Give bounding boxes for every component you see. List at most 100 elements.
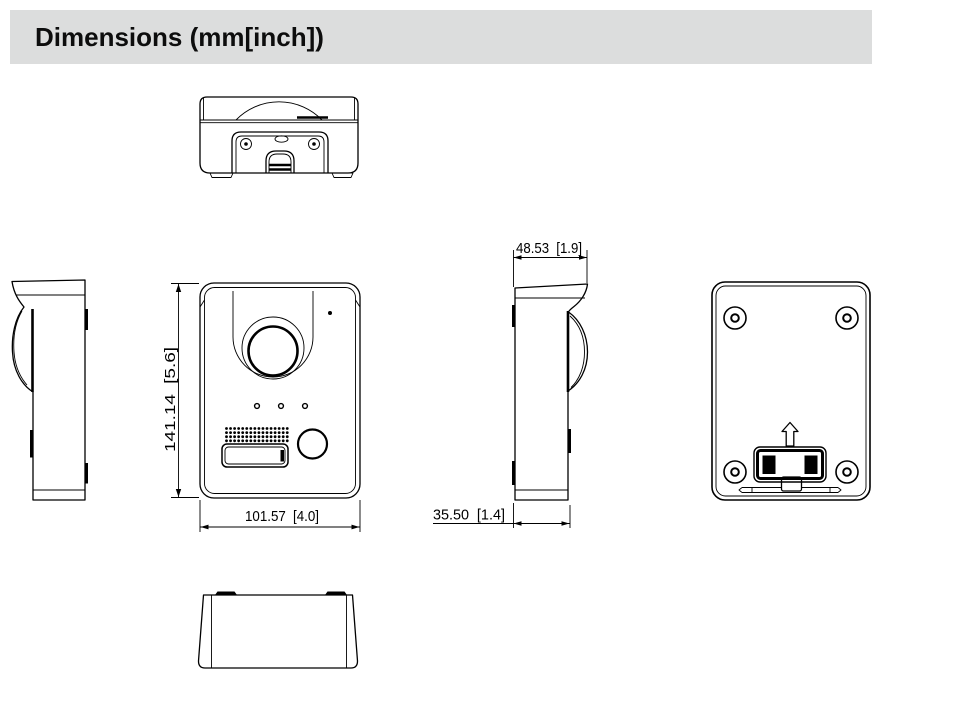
speaker-hole	[229, 431, 232, 434]
rear-view	[711, 281, 871, 501]
top-screw-left-icon	[240, 138, 252, 150]
speaker-hole	[249, 439, 253, 443]
width-arrow-left	[200, 524, 209, 530]
speaker-hole	[241, 431, 245, 434]
cable-slot	[274, 135, 289, 143]
indicator-dot-1	[253, 402, 261, 410]
rear-screw-hole-top-left	[723, 306, 747, 330]
speaker-hole	[253, 431, 257, 434]
speaker-hole	[269, 427, 273, 430]
call-button	[296, 428, 329, 460]
mount-bracket-inner	[235, 135, 325, 173]
speaker-hole	[229, 435, 232, 439]
speaker-hole	[281, 431, 285, 434]
speaker-hole	[249, 435, 253, 439]
bottom-view	[197, 591, 359, 669]
speaker-hole	[269, 435, 273, 439]
top-view-face-split-line	[200, 119, 358, 124]
speaker-hole	[257, 427, 261, 430]
front-view	[199, 282, 361, 499]
speaker-hole	[229, 427, 232, 430]
speaker-hole	[249, 431, 253, 434]
speaker-hole	[237, 431, 241, 434]
nameplate-outer	[221, 443, 289, 468]
height-dim-label: 141.14 [5.6]	[162, 347, 179, 452]
latch-tab-inner	[268, 153, 292, 173]
top-view-outline	[199, 96, 359, 174]
speaker-hole	[253, 439, 257, 443]
width-arrow-right	[351, 524, 360, 530]
speaker-hole	[273, 435, 277, 439]
slide-up-arrow-icon	[781, 421, 799, 447]
bottom-view-outline	[197, 594, 359, 669]
depth-body-dimension: 35.50 [1.4]	[433, 503, 571, 528]
mount-bracket-outer	[231, 131, 329, 173]
left-side-view	[11, 279, 88, 501]
left-view-outline	[11, 279, 86, 501]
latch-housing-inner	[756, 449, 824, 480]
front-outer-frame	[199, 282, 361, 499]
speaker-hole	[241, 427, 245, 430]
section-title: Dimensions (mm[inch])	[35, 22, 324, 52]
speaker-grille	[225, 427, 289, 443]
speaker-hole	[245, 427, 249, 430]
rear-outer-frame	[711, 281, 871, 501]
speaker-hole	[285, 431, 289, 434]
top-screw-right-icon	[308, 138, 320, 150]
width-dim-label: 101.57 [4.0]	[245, 508, 319, 525]
speaker-hole	[233, 439, 237, 443]
height-dimension: 141.14 [5.6]	[162, 283, 199, 498]
speaker-hole	[225, 431, 228, 434]
rear-screw-hole-bottom-left	[723, 460, 747, 484]
speaker-hole	[237, 435, 241, 439]
indicator-dot-2	[277, 402, 285, 410]
front-inner-frame	[204, 287, 356, 494]
speaker-hole	[261, 431, 265, 434]
section-header: Dimensions (mm[inch])	[10, 10, 872, 64]
speaker-hole	[245, 431, 249, 434]
top-screw-right-center	[312, 142, 316, 146]
speaker-hole	[257, 439, 261, 443]
right-side-view	[512, 283, 589, 501]
latch-block-right	[804, 455, 818, 474]
camera-ring	[241, 316, 305, 380]
bottom-foot-right	[325, 591, 347, 595]
speaker-hole	[277, 439, 281, 443]
latch-block-left	[762, 455, 776, 474]
speaker-hole	[285, 427, 289, 430]
speaker-hole	[273, 439, 277, 443]
depth-body-arrow-left	[513, 521, 522, 526]
speaker-hole	[225, 435, 228, 439]
camera-bezel	[232, 291, 314, 378]
height-arrow-bottom	[175, 489, 182, 497]
speaker-hole	[253, 435, 257, 439]
depth-body-label: 35.50 [1.4]	[433, 507, 505, 524]
top-foot-right	[331, 172, 354, 178]
speaker-hole	[241, 435, 245, 439]
speaker-hole	[233, 435, 237, 439]
speaker-hole	[249, 427, 253, 430]
latch-tab-ridges	[269, 163, 291, 171]
speaker-hole	[269, 439, 273, 443]
speaker-hole	[281, 427, 285, 430]
rear-screw-hole-bottom-right	[835, 460, 859, 484]
speaker-hole	[257, 435, 261, 439]
speaker-hole	[281, 435, 285, 439]
speaker-hole	[285, 439, 289, 443]
speaker-hole	[261, 439, 265, 443]
speaker-hole	[265, 439, 269, 443]
speaker-hole	[277, 435, 281, 439]
left-view-lens-profile	[13, 310, 28, 386]
speaker-hole	[229, 439, 232, 443]
latch-housing-outer	[753, 446, 827, 483]
height-arrow-top	[175, 284, 182, 292]
rear-inner-frame	[715, 285, 867, 497]
front-corner-tick-right	[355, 299, 361, 308]
depth-overall-arrow-left	[513, 255, 522, 260]
latch-tab-outer	[265, 150, 295, 173]
rear-screw-hole-top-right	[835, 306, 859, 330]
camera-dome-arc	[235, 101, 323, 121]
speaker-hole	[277, 431, 281, 434]
